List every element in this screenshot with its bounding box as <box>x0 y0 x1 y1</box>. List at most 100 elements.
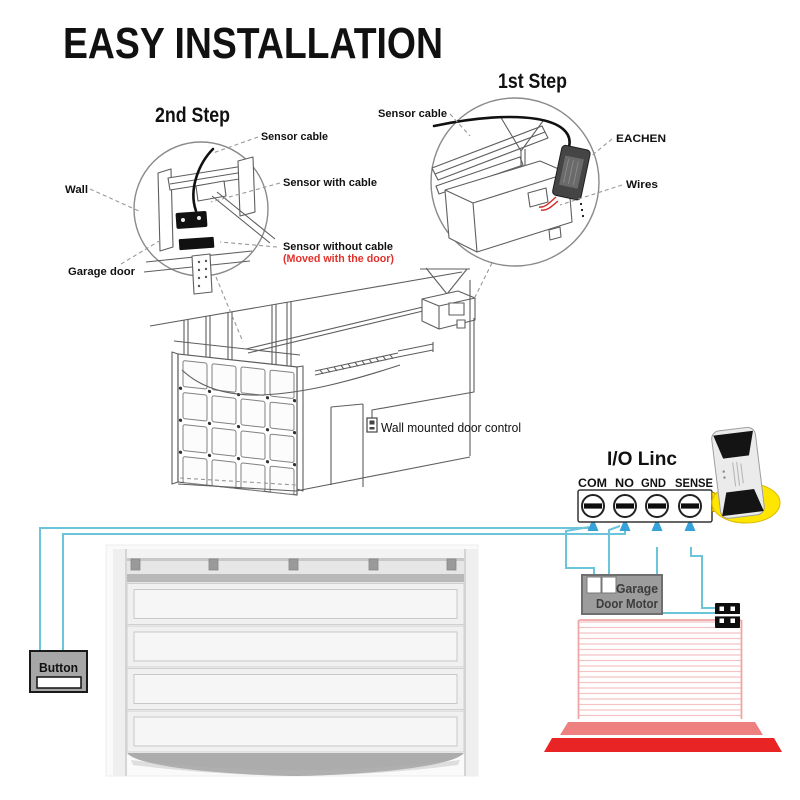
wall-channel <box>157 168 174 252</box>
leader-sensor-with-cable <box>210 182 281 203</box>
sectional-door-sketch <box>177 353 298 496</box>
wall-studs <box>183 301 292 367</box>
motor-label-line2: Door Motor <box>596 597 658 611</box>
motor-knob <box>456 319 466 329</box>
header-bar-line <box>169 170 251 185</box>
iolinc-title: I/O Linc <box>607 449 677 470</box>
wall-control-slot <box>369 427 375 430</box>
leader-garage-door <box>120 239 162 265</box>
step2-wall-label: Wall <box>65 184 88 196</box>
right-bracket <box>237 156 256 217</box>
torsion-rail-hatching <box>319 354 394 375</box>
step2-sensor-cable-label: Sensor cable <box>261 131 328 143</box>
leader-sensor-without-cable <box>219 241 278 248</box>
motor-unit-sketch <box>444 160 573 253</box>
device-label-text-lines <box>732 461 744 487</box>
step2-garage-door-label: Garage door <box>68 266 136 278</box>
button-key <box>36 676 82 689</box>
screw-terminals <box>581 494 702 518</box>
floor-mat-pink-band <box>560 722 763 735</box>
step2-heading: 2nd Step <box>155 104 230 127</box>
wire-dots <box>579 202 585 218</box>
motor-terminal-2 <box>601 576 617 594</box>
arrow-sense <box>684 518 696 531</box>
device-led <box>722 470 725 473</box>
track-brackets <box>130 558 457 571</box>
terminal-label-sense: SENSE <box>675 478 713 490</box>
left-jamb-edge <box>125 549 127 776</box>
terminal-arrows <box>587 518 696 531</box>
leader-sensor-cable <box>212 136 259 154</box>
step2-pointer-line <box>215 276 244 343</box>
button-label: Button <box>39 661 78 675</box>
overview-garage-drawing: Wall mounted door control <box>149 267 521 496</box>
step2-moved-note: (Moved with the door) <box>283 253 394 265</box>
wire-motor-to-com <box>565 526 595 576</box>
interior-doorway <box>330 403 364 487</box>
motor-label-line1: Garage <box>616 582 658 596</box>
garage-door-photo <box>105 544 479 777</box>
wall-control-button <box>369 420 375 425</box>
sensor-cable-curve <box>192 147 215 213</box>
arrow-no <box>619 518 631 531</box>
terminal-label-no: NO <box>615 478 634 490</box>
garage-door-motor-box: Garage Door Motor <box>581 574 663 615</box>
sensor-mount-block <box>195 180 227 202</box>
rail-beam-2 <box>435 156 524 195</box>
step2-sensor-with-cable-label: Sensor with cable <box>283 177 377 189</box>
wall-control-box-icon <box>366 417 378 433</box>
sensor-without-cable-body <box>178 236 215 251</box>
rail-beam-line <box>434 131 546 175</box>
motor-knob <box>548 226 562 241</box>
torsion-rail <box>314 342 434 376</box>
right-jamb <box>464 549 478 776</box>
hinge-strip <box>191 253 213 295</box>
sensor-screw-hole <box>197 216 201 220</box>
eachen-cable <box>432 115 571 149</box>
step2-sensor-without-cable-label: Sensor without cable <box>283 241 393 253</box>
top-track <box>127 574 464 582</box>
red-connection-wires <box>538 196 559 211</box>
terminal-label-com: COM <box>578 478 607 490</box>
eachen-device-sketch <box>552 144 591 201</box>
curved-door-track <box>181 364 401 396</box>
leader-wall <box>89 188 140 212</box>
door-panels <box>126 583 465 753</box>
motor-terminal-1 <box>586 576 602 594</box>
ceiling-bracket <box>420 267 470 295</box>
button-box: Button <box>29 650 88 693</box>
step1-wires-label: Wires <box>626 179 658 191</box>
eachen-device-photo <box>711 426 781 524</box>
sensor-with-cable-body <box>175 211 208 229</box>
header-line <box>173 340 301 356</box>
door-arm <box>211 191 276 244</box>
smart-switch-device <box>711 426 765 519</box>
step1-detail: 1st Step Sensor cable EACHEN Wires <box>378 70 666 267</box>
step1-pointer-line <box>473 262 493 300</box>
hinge-strip-dots <box>197 259 208 288</box>
leader-wires <box>559 184 623 206</box>
page-title: EASY INSTALLATION <box>63 19 443 68</box>
wall-control-wire <box>371 318 475 418</box>
arrow-gnd <box>651 518 663 531</box>
door-bottom-dashed-line <box>179 477 297 486</box>
floor-mat-red-band <box>544 738 782 752</box>
door-bottom-shadow <box>127 753 464 776</box>
left-jamb <box>113 549 127 776</box>
sensor-screw-hole <box>181 218 185 222</box>
wire-gnd-to-sensor <box>656 547 716 614</box>
step1-eachen-label: EACHEN <box>616 133 666 145</box>
step1-heading: 1st Step <box>498 70 567 93</box>
leader-eachen <box>589 138 613 158</box>
device-top-cap <box>713 430 753 459</box>
step1-sensor-cable-label: Sensor cable <box>378 108 447 120</box>
step2-detail: 2nd Step Sensor cable Wall Sensor with c… <box>65 104 394 295</box>
device-bottom-cap <box>722 489 764 517</box>
wire-sense-to-sensor <box>690 547 716 609</box>
motor-lamp-panel <box>448 302 465 316</box>
door-sensor-connector <box>715 603 740 628</box>
right-jamb-edge <box>464 549 466 776</box>
wall-mounted-door-control-label: Wall mounted door control <box>381 421 521 435</box>
wire-motor-to-no <box>608 525 621 576</box>
